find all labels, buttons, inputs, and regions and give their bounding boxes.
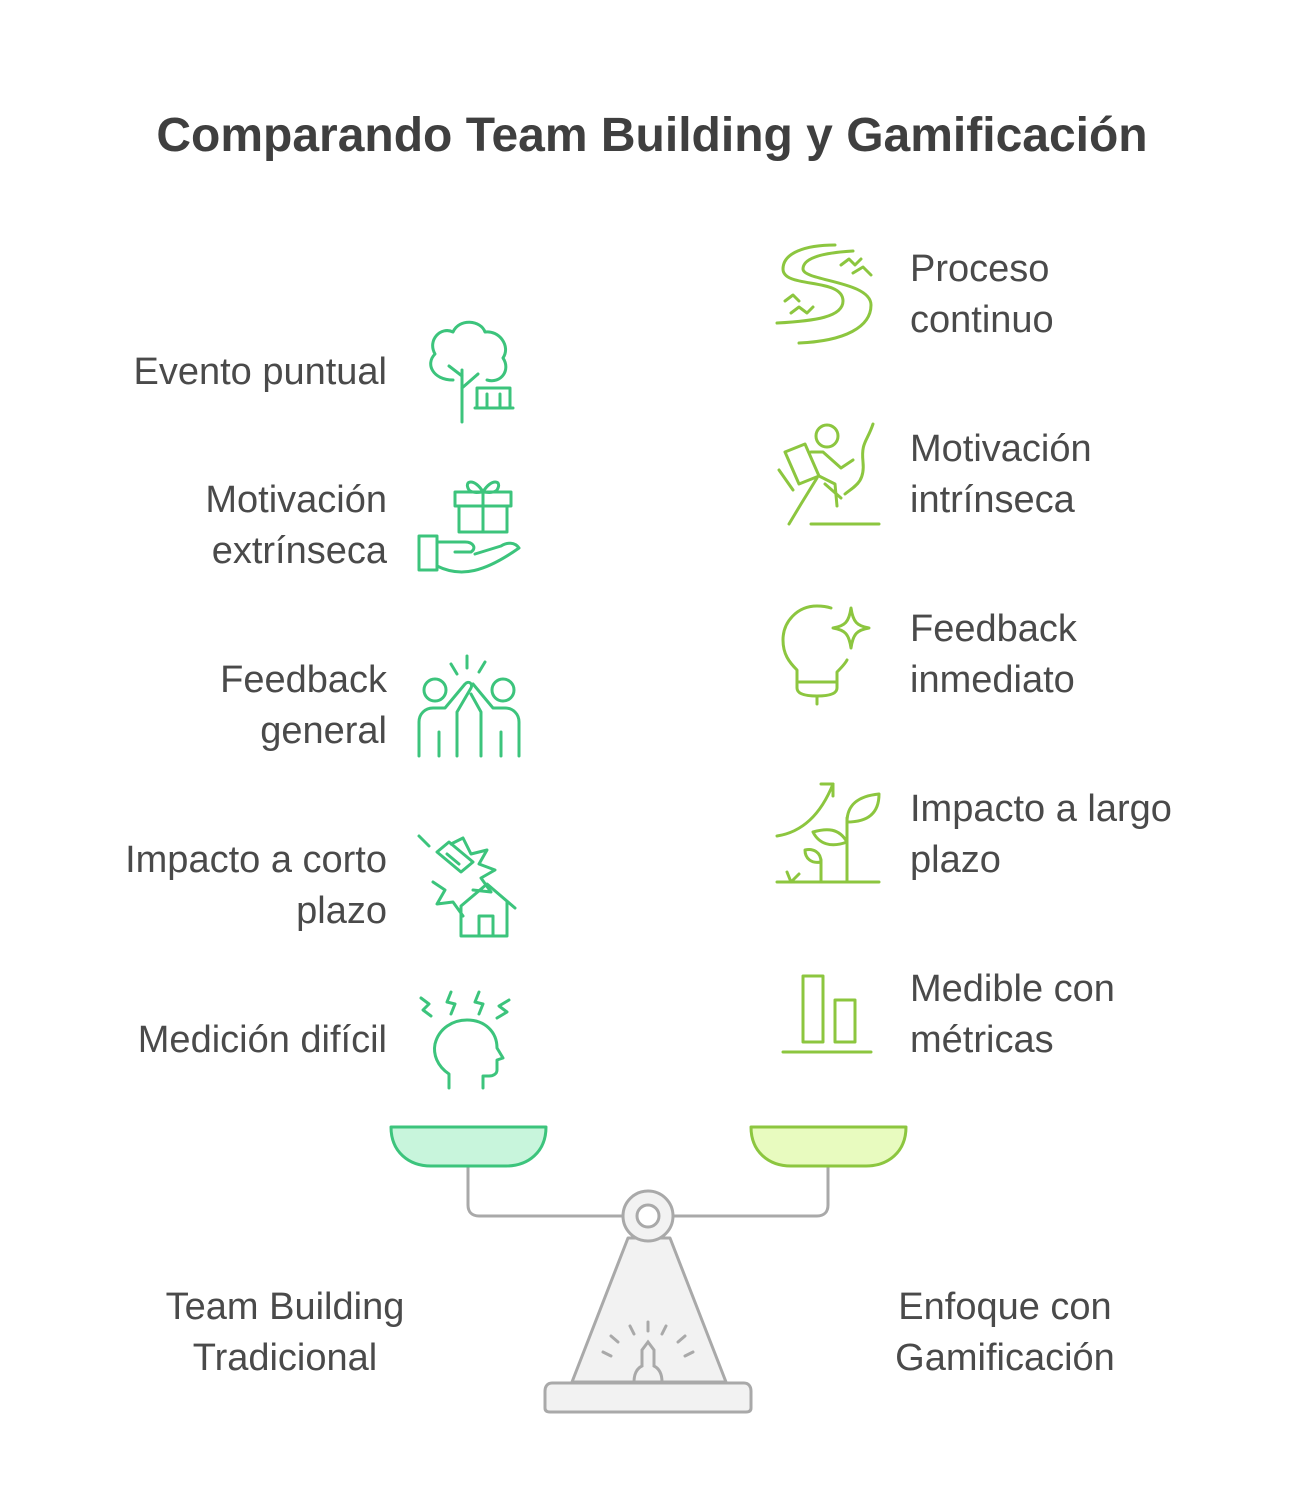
bar-chart-icon [775,970,879,1058]
scale-gauge [601,1320,695,1384]
scale-beam [466,1165,830,1218]
idea-bulb-icon [775,602,875,706]
stressed-head-icon [415,990,515,1092]
left-item-1-label: Evento puntual [133,351,387,393]
scale-stand [570,1236,728,1384]
gift-hand-icon [415,474,525,578]
right-pan [749,1125,908,1168]
river-path-icon [775,243,883,347]
left-pan [389,1125,548,1168]
page-title: Comparando Team Building y Gamificación [156,109,1148,162]
climber-icon [775,422,881,528]
scale-base [543,1381,753,1414]
scale-pivot-center [635,1203,661,1229]
storm-house-icon [415,832,523,938]
growth-plant-icon [775,778,883,886]
left-item-5-label: Medición difícil [137,1019,387,1061]
tree-icon [415,318,520,426]
high-five-icon [415,654,523,758]
